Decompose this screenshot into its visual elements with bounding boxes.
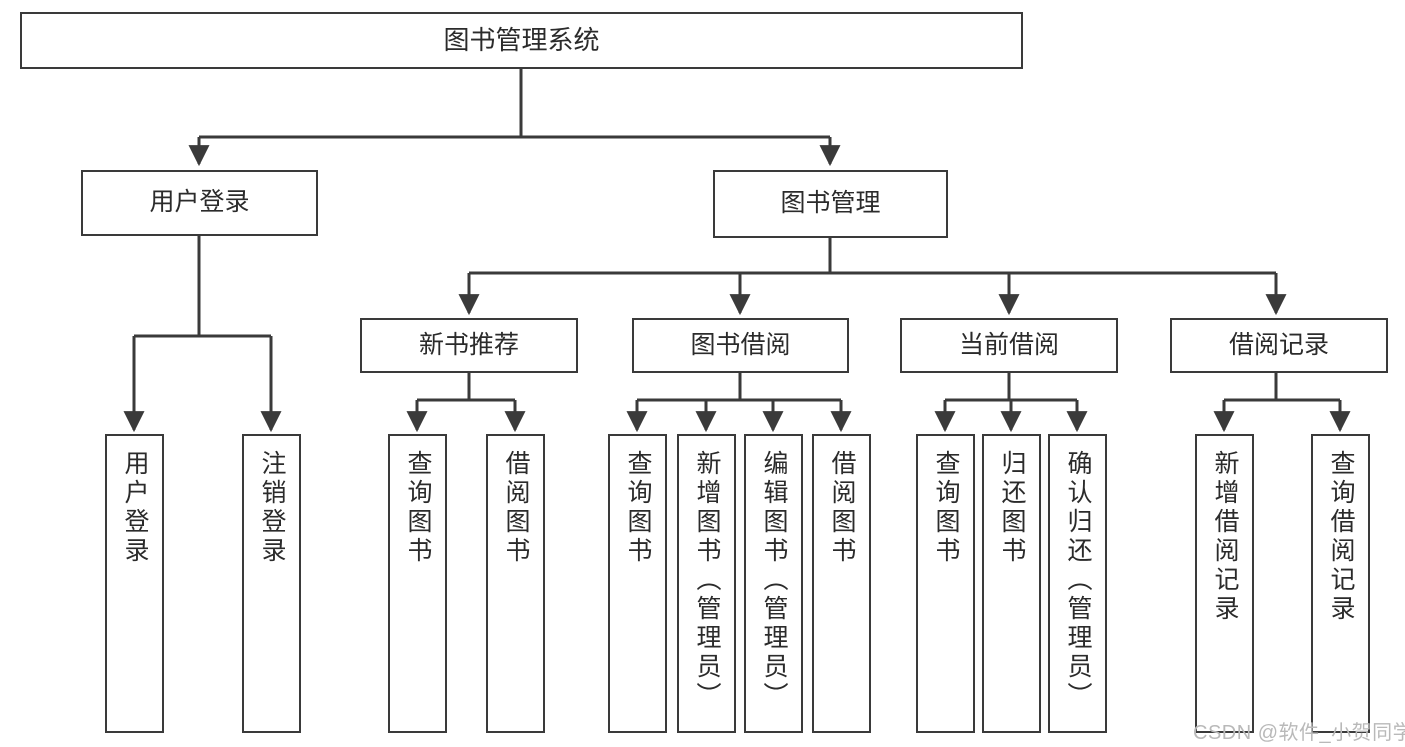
node-leaf-user-logout[interactable]: 注销登录	[242, 434, 301, 733]
node-leaf-bb-borrow-book[interactable]: 借阅图书	[812, 434, 871, 733]
node-leaf-user-logout-label: 注销登录	[258, 450, 286, 566]
node-leaf-bb-edit-book[interactable]: 编辑图书（管理员）	[744, 434, 803, 733]
node-current-borrow[interactable]: 当前借阅	[900, 318, 1118, 373]
node-leaf-bb-query-book-label: 查询图书	[624, 450, 652, 566]
node-book-borrow-label: 图书借阅	[690, 330, 791, 359]
node-leaf-nbr-borrow-book[interactable]: 借阅图书	[486, 434, 545, 733]
node-user-login-label: 用户登录	[149, 188, 250, 217]
node-borrow-record[interactable]: 借阅记录	[1170, 318, 1388, 373]
node-book-manage[interactable]: 图书管理	[713, 170, 948, 238]
node-leaf-cb-query-book-label: 查询图书	[932, 450, 960, 566]
node-leaf-user-login-label: 用户登录	[121, 450, 149, 566]
node-leaf-bb-add-book[interactable]: 新增图书（管理员）	[677, 434, 736, 733]
node-leaf-cb-return-book[interactable]: 归还图书	[982, 434, 1041, 733]
node-root[interactable]: 图书管理系统	[20, 12, 1023, 69]
node-leaf-cb-query-book[interactable]: 查询图书	[916, 434, 975, 733]
node-new-book-recommend-label: 新书推荐	[418, 330, 519, 359]
node-book-manage-label: 图书管理	[780, 189, 881, 218]
node-leaf-bb-borrow-book-label: 借阅图书	[828, 450, 856, 566]
node-leaf-cb-confirm-return[interactable]: 确认归还（管理员）	[1048, 434, 1107, 733]
csdn-watermark: CSDN @软件_小贺同学	[1193, 722, 1405, 744]
node-leaf-br-query-record-label: 查询借阅记录	[1327, 450, 1355, 624]
node-user-login[interactable]: 用户登录	[81, 170, 318, 236]
node-leaf-bb-edit-book-label: 编辑图书（管理员）	[760, 450, 788, 711]
node-leaf-nbr-query-book-label: 查询图书	[404, 450, 432, 566]
node-leaf-bb-add-book-label: 新增图书（管理员）	[693, 450, 721, 711]
node-leaf-nbr-query-book[interactable]: 查询图书	[388, 434, 447, 733]
node-leaf-cb-return-book-label: 归还图书	[998, 450, 1026, 566]
node-borrow-record-label: 借阅记录	[1228, 330, 1329, 359]
node-leaf-br-add-record[interactable]: 新增借阅记录	[1195, 434, 1254, 733]
node-leaf-br-add-record-label: 新增借阅记录	[1211, 450, 1239, 624]
node-leaf-bb-query-book[interactable]: 查询图书	[608, 434, 667, 733]
node-leaf-cb-confirm-return-label: 确认归还（管理员）	[1064, 450, 1092, 711]
node-new-book-recommend[interactable]: 新书推荐	[360, 318, 578, 373]
node-leaf-br-query-record[interactable]: 查询借阅记录	[1311, 434, 1370, 733]
node-leaf-user-login[interactable]: 用户登录	[105, 434, 164, 733]
node-book-borrow[interactable]: 图书借阅	[632, 318, 849, 373]
node-leaf-nbr-borrow-book-label: 借阅图书	[502, 450, 530, 566]
node-current-borrow-label: 当前借阅	[958, 330, 1059, 359]
node-root-label: 图书管理系统	[443, 25, 600, 56]
